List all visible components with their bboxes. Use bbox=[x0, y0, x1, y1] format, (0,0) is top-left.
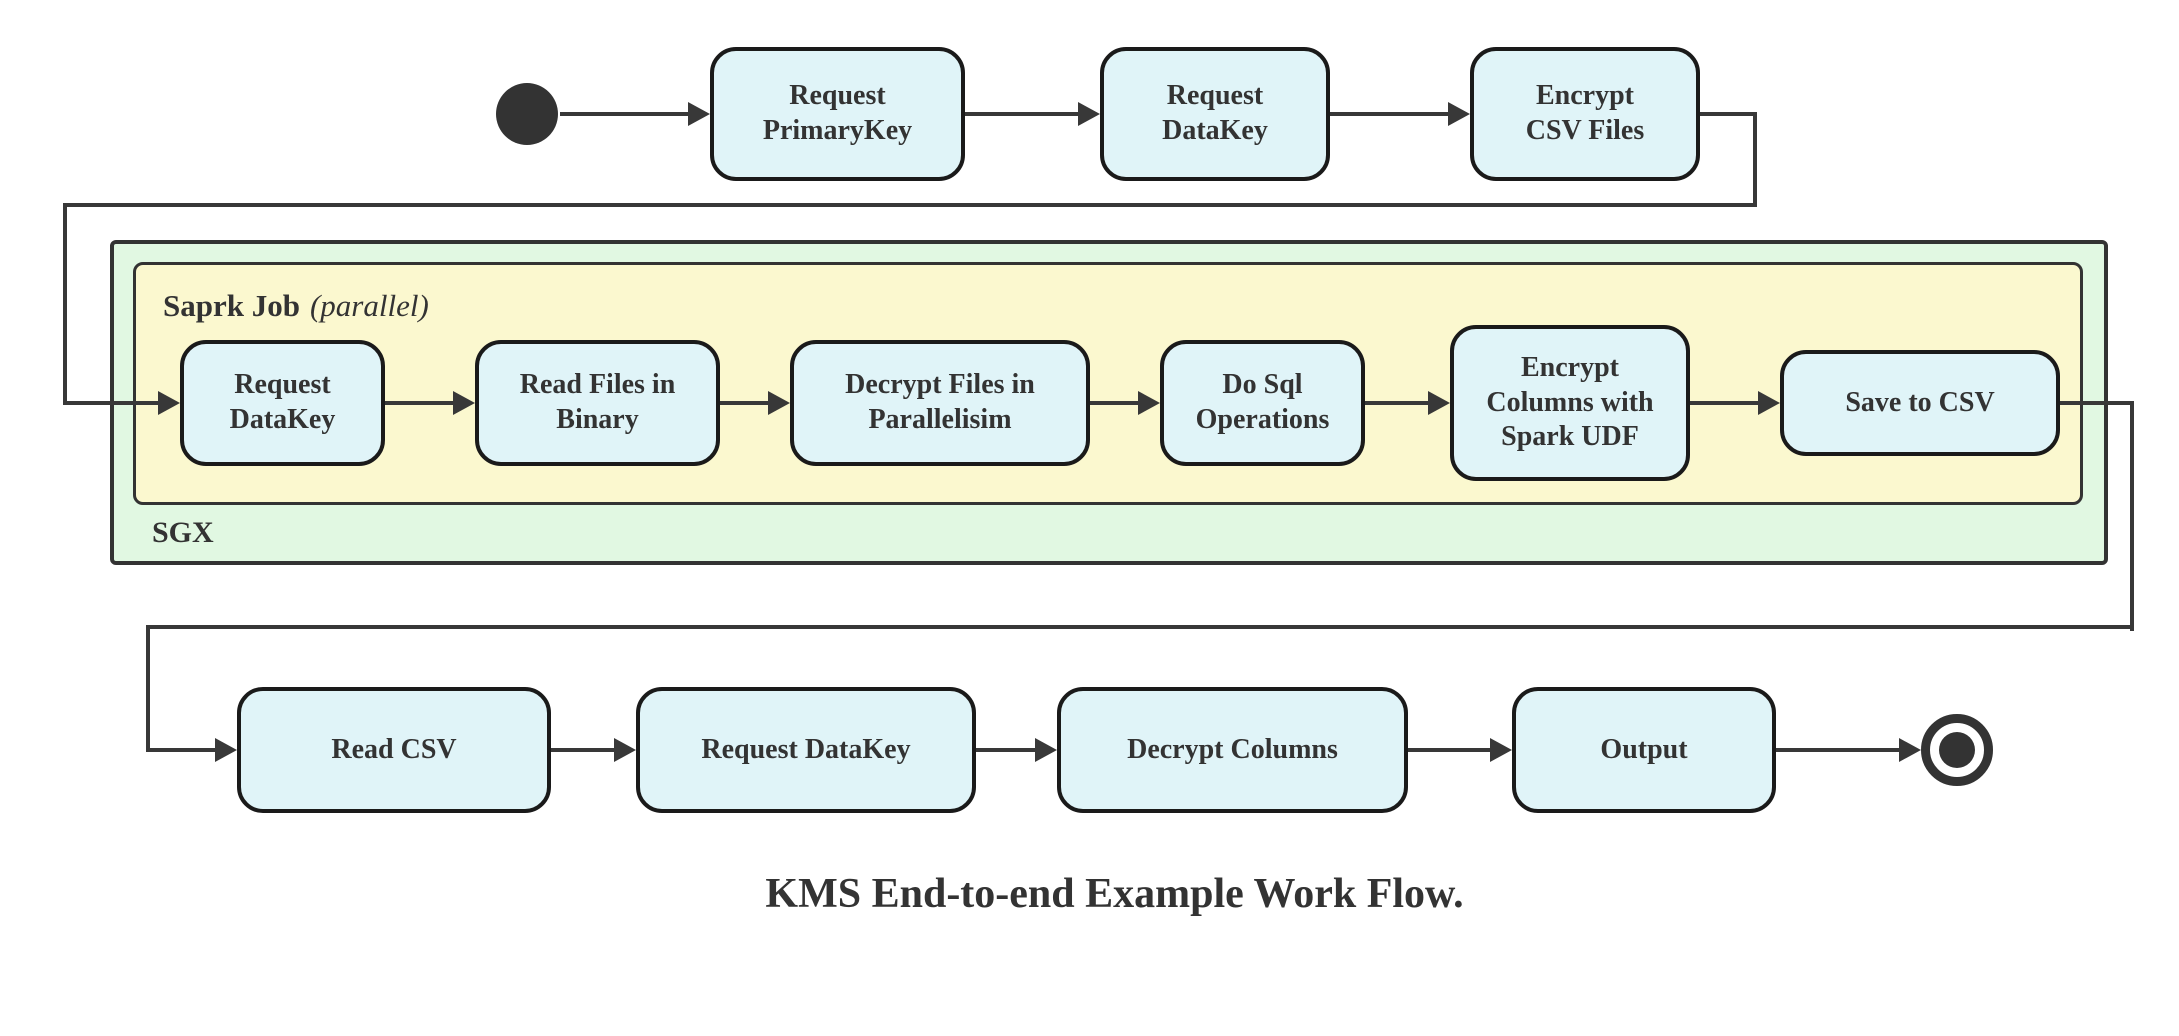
arrowhead-icon bbox=[1758, 391, 1780, 415]
spark-job-title-text: Saprk Job bbox=[163, 288, 300, 323]
edge-bottom-2 bbox=[976, 748, 1037, 752]
edge-spark-5 bbox=[1690, 401, 1760, 405]
node-request-primarykey: Request PrimaryKey bbox=[710, 47, 965, 181]
diagram-caption: KMS End-to-end Example Work Flow. bbox=[765, 871, 1464, 917]
edge-left-down bbox=[63, 203, 67, 405]
node-request-datakey-top: Request DataKey bbox=[1100, 47, 1330, 181]
edge-save-csv-exit bbox=[2060, 401, 2134, 405]
node-decrypt-files-in-parallelisim: Decrypt Files in Parallelisim bbox=[790, 340, 1090, 466]
node-save-to-csv: Save to CSV bbox=[1780, 350, 2060, 456]
arrowhead-icon bbox=[158, 391, 180, 415]
arrowhead-icon bbox=[688, 102, 710, 126]
edge-return-left bbox=[63, 203, 1757, 207]
edge-spark-3 bbox=[1090, 401, 1140, 405]
initial-state-icon bbox=[496, 83, 558, 145]
node-request-datakey-spark: Request DataKey bbox=[180, 340, 385, 466]
edge-bottom-1 bbox=[551, 748, 616, 752]
edge-start-to-request-primarykey bbox=[560, 112, 690, 116]
edge-left-down-2 bbox=[146, 625, 150, 752]
node-decrypt-columns: Decrypt Columns bbox=[1057, 687, 1408, 813]
spark-job-qualifier: (parallel) bbox=[309, 288, 429, 323]
edge-spark-4 bbox=[1365, 401, 1430, 405]
arrowhead-icon bbox=[1899, 738, 1921, 762]
edge-spark-2 bbox=[720, 401, 770, 405]
edge-right-down bbox=[2130, 401, 2134, 631]
final-state-dot bbox=[1939, 732, 1975, 768]
node-output: Output bbox=[1512, 687, 1776, 813]
edge-return-left-2 bbox=[146, 625, 2134, 629]
arrowhead-icon bbox=[1448, 102, 1470, 126]
node-encrypt-columns-with-spark-udf: Encrypt Columns with Spark UDF bbox=[1450, 325, 1690, 481]
edge-into-sgx bbox=[63, 401, 160, 405]
node-read-files-in-binary: Read Files in Binary bbox=[475, 340, 720, 466]
edge-spark-1 bbox=[385, 401, 455, 405]
arrowhead-icon bbox=[614, 738, 636, 762]
edge-request-primarykey-to-request-datakey bbox=[965, 112, 1080, 116]
node-request-datakey-bottom: Request DataKey bbox=[636, 687, 976, 813]
arrowhead-icon bbox=[768, 391, 790, 415]
edge-encrypt-csv-exit bbox=[1700, 112, 1757, 116]
final-state-icon bbox=[1921, 714, 1993, 786]
node-read-csv: Read CSV bbox=[237, 687, 551, 813]
arrowhead-icon bbox=[453, 391, 475, 415]
node-do-sql-operations: Do Sql Operations bbox=[1160, 340, 1365, 466]
edge-encrypt-csv-down bbox=[1753, 112, 1757, 207]
spark-job-container bbox=[133, 262, 2083, 505]
edge-bottom-3 bbox=[1408, 748, 1492, 752]
edge-request-datakey-to-encrypt-csv bbox=[1330, 112, 1450, 116]
edge-into-read-csv bbox=[148, 748, 217, 752]
arrowhead-icon bbox=[1035, 738, 1057, 762]
arrowhead-icon bbox=[215, 738, 237, 762]
arrowhead-icon bbox=[1490, 738, 1512, 762]
arrowhead-icon bbox=[1428, 391, 1450, 415]
spark-job-title: Saprk Job (parallel) bbox=[163, 288, 429, 324]
edge-output-to-end bbox=[1776, 748, 1901, 752]
arrowhead-icon bbox=[1138, 391, 1160, 415]
arrowhead-icon bbox=[1078, 102, 1100, 126]
sgx-label: SGX bbox=[152, 516, 214, 549]
node-encrypt-csv-files: Encrypt CSV Files bbox=[1470, 47, 1700, 181]
